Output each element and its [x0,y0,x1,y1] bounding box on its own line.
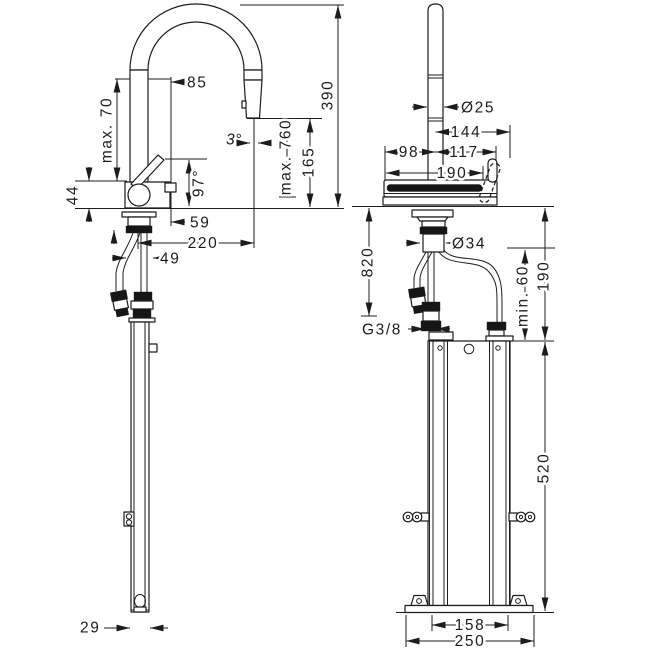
front-dimensions: Ø25 144 98 117 190 Ø34 820 G3/8 min. 60 … [357,97,555,650]
faucet-side [109,3,263,613]
screw-hole [437,345,443,351]
dim-max760-label: max. 760 [278,119,295,196]
box-clip-left [402,511,430,523]
dim-98-label: 98 [399,144,419,161]
dim-820-label: 820 [360,247,377,278]
dim-min60-label: min. 60 [515,265,532,327]
riser-pipe [129,69,149,183]
box-foot-right [509,594,528,607]
spray-joint [243,69,263,81]
body-nub [164,182,177,193]
dim-3deg-label: 3° [226,132,242,149]
dim-dia34-label: Ø34 [452,236,486,253]
dim-190-height-label: 190 [536,261,553,292]
shaft-box [422,233,445,253]
dim-250-label: 250 [455,633,486,650]
box-hose [438,251,498,322]
dim-44-label: 44 [65,185,82,205]
dim-29-label: 29 [80,620,100,637]
dim-97deg-label: 97° [191,169,208,197]
dim-dia25-label: Ø25 [461,100,495,117]
box-panel [427,340,511,607]
front-view: Ø25 144 98 117 190 Ø34 820 G3/8 min. 60 … [352,3,555,650]
dim-165-label: 165 [301,147,318,178]
handle-pivot [127,183,151,207]
mounting-box [402,340,536,614]
box-foot-left [410,594,429,607]
mount-nut [125,225,153,234]
side-dimensions: max. 70 85 97° 44 59 220 49 3° max. 760 [62,5,342,639]
dim-49-label: 49 [160,251,180,268]
screw-hole [463,343,475,355]
spout-arc [129,3,263,71]
dim-g38-label: G3/8 [362,322,402,339]
select-handle [487,158,498,183]
box-side-profile [123,321,158,613]
g38-fitting [420,301,454,341]
dim-59-label: 59 [190,215,210,232]
dim-390-label: 390 [320,80,337,111]
box-base-plate [404,604,534,614]
shaft-nut [419,226,448,235]
dim-520-label: 520 [536,453,553,484]
screw-hole [495,345,501,351]
side-view: max. 70 85 97° 44 59 220 49 3° max. 760 [62,3,344,639]
supply-hose [115,232,134,291]
select-handle-rotated [478,162,501,204]
dim-220-label: 220 [188,235,219,252]
mount-shaft [127,216,151,227]
deck-base [382,196,498,206]
dim-144-label: 144 [451,124,482,141]
faucet-front [382,3,514,342]
spout-tube [427,3,444,184]
spray-head [243,79,263,119]
washer [121,211,157,218]
box-clip-right [508,511,536,523]
dim-190-width-label: 190 [437,165,468,182]
box-hose-fitting [485,321,514,342]
escutcheon-front [411,209,454,218]
dim-max70-label: max. 70 [99,97,116,163]
pullout-hose-fitting [128,291,156,323]
side-tab [148,343,158,353]
dim-85-label: 85 [187,75,207,92]
supply-hose-fitting [109,289,129,318]
shaft-front [421,220,446,228]
dim-117-label: 117 [449,144,479,161]
spray-button [241,100,247,109]
aerator-grille [386,184,483,192]
dim-158-label: 158 [455,617,486,634]
supply-hose-front [413,251,427,288]
